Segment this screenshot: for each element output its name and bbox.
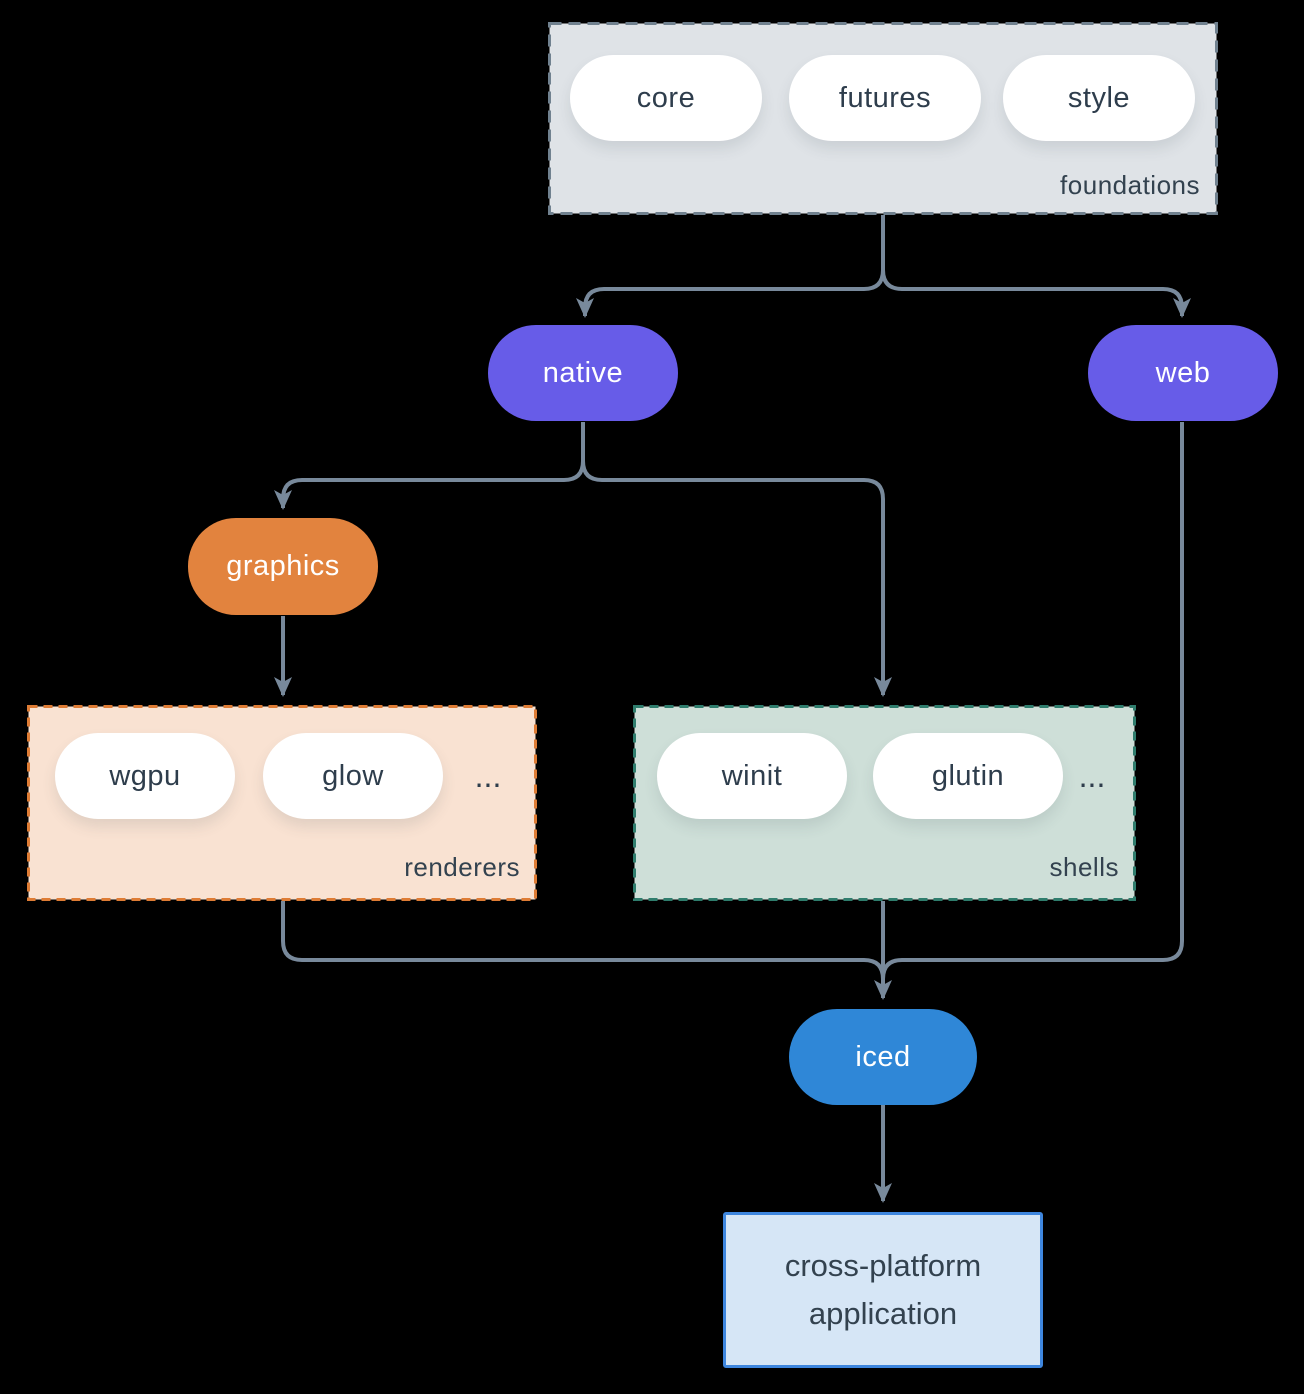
node-glutin: glutin <box>873 733 1063 819</box>
node-graphics: graphics <box>188 518 378 615</box>
edge-native-to-shells <box>581 460 892 697</box>
renderers-group-label: renderers <box>404 852 520 882</box>
node-futures-label: futures <box>838 81 932 114</box>
node-iced-label: iced <box>855 1040 911 1073</box>
node-style-label: style <box>1067 81 1131 114</box>
node-glow-label: glow <box>322 759 384 792</box>
node-style: style <box>1003 55 1195 141</box>
shells-group-label: shells <box>1049 852 1119 882</box>
shells-ellipsis: ... <box>1078 757 1106 794</box>
renderers-ellipsis: ... <box>474 757 502 794</box>
node-core: core <box>570 55 762 141</box>
node-core-label: core <box>636 81 696 114</box>
node-web: web <box>1088 325 1278 421</box>
edge-foundations-to-web <box>881 269 1191 318</box>
node-winit-label: winit <box>721 759 783 792</box>
edge-web-to-iced <box>881 422 1184 980</box>
node-native: native <box>488 325 678 421</box>
node-wgpu: wgpu <box>55 733 235 819</box>
node-native-label: native <box>542 356 624 389</box>
node-futures: futures <box>789 55 981 141</box>
foundations-group-label: foundations <box>1060 170 1200 200</box>
edge-renderers-to-iced <box>281 901 885 980</box>
node-winit: winit <box>657 733 847 819</box>
node-web-label: web <box>1155 356 1211 389</box>
node-app-label: cross-platform application <box>784 1247 982 1331</box>
node-glutin-label: glutin <box>931 759 1005 792</box>
node-wgpu-label: wgpu <box>109 759 181 792</box>
edge-foundations-to-native <box>576 215 885 318</box>
node-glow: glow <box>263 733 443 819</box>
edge-native-to-graphics <box>274 422 585 510</box>
node-iced: iced <box>789 1009 977 1105</box>
node-cross-platform-application: cross-platform application <box>723 1212 1043 1368</box>
node-graphics-label: graphics <box>226 550 340 582</box>
